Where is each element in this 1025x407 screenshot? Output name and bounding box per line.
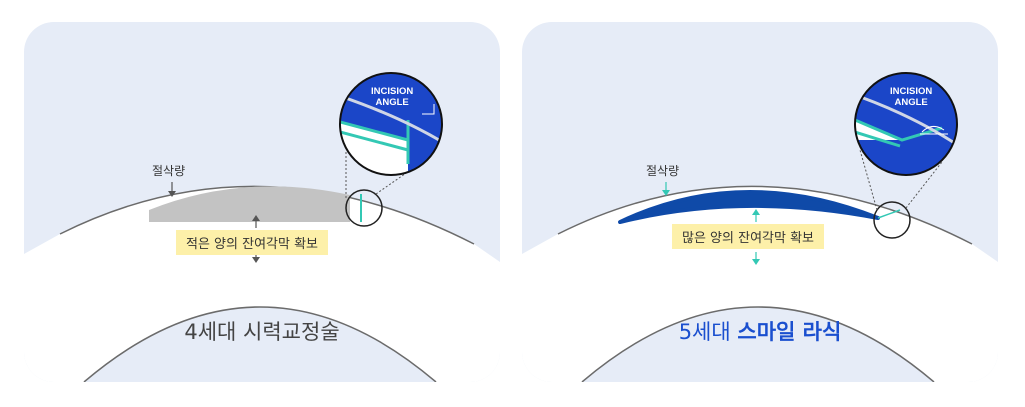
right-title-prefix: 5세대 <box>678 320 738 344</box>
cornea-inner-line <box>581 306 935 382</box>
cornea-outer-line <box>557 185 973 245</box>
right-residual-cornea-note: 많은 양의 잔여각막 확보 <box>672 224 824 249</box>
left-incision-angle-text: INCISION ANGLE <box>371 86 414 108</box>
left-residual-cornea-note: 적은 양의 잔여각막 확보 <box>176 230 328 255</box>
right-panel-title: 5세대 스마일 라식 <box>522 316 998 346</box>
left-panel-4th-gen: INCISION ANGLE 절삭량 적은 양의 잔여각막 확보 4세대 시력교… <box>24 22 500 382</box>
cornea-band <box>522 186 998 382</box>
removed-tissue <box>149 186 350 222</box>
cornea-inner-line <box>83 306 437 382</box>
detail-marker-circle <box>345 189 383 227</box>
cornea-band <box>24 186 500 382</box>
right-title-strong: 스마일 라식 <box>737 320 842 344</box>
left-cut-amount-label: 절삭량 <box>152 164 186 178</box>
zoom-detail-right <box>855 73 957 175</box>
right-incision-angle-text: INCISION ANGLE <box>890 86 933 108</box>
left-cornea-diagram <box>24 72 500 382</box>
right-panel-5th-gen: INCISION ANGLE 절삭량 많은 양의 잔여각막 확보 5세대 스마일… <box>522 22 998 382</box>
left-panel-title: 4세대 시력교정술 <box>184 320 340 344</box>
right-cornea-diagram <box>522 72 998 382</box>
right-cut-amount-label: 절삭량 <box>646 164 680 178</box>
detail-marker-circle <box>873 201 911 239</box>
